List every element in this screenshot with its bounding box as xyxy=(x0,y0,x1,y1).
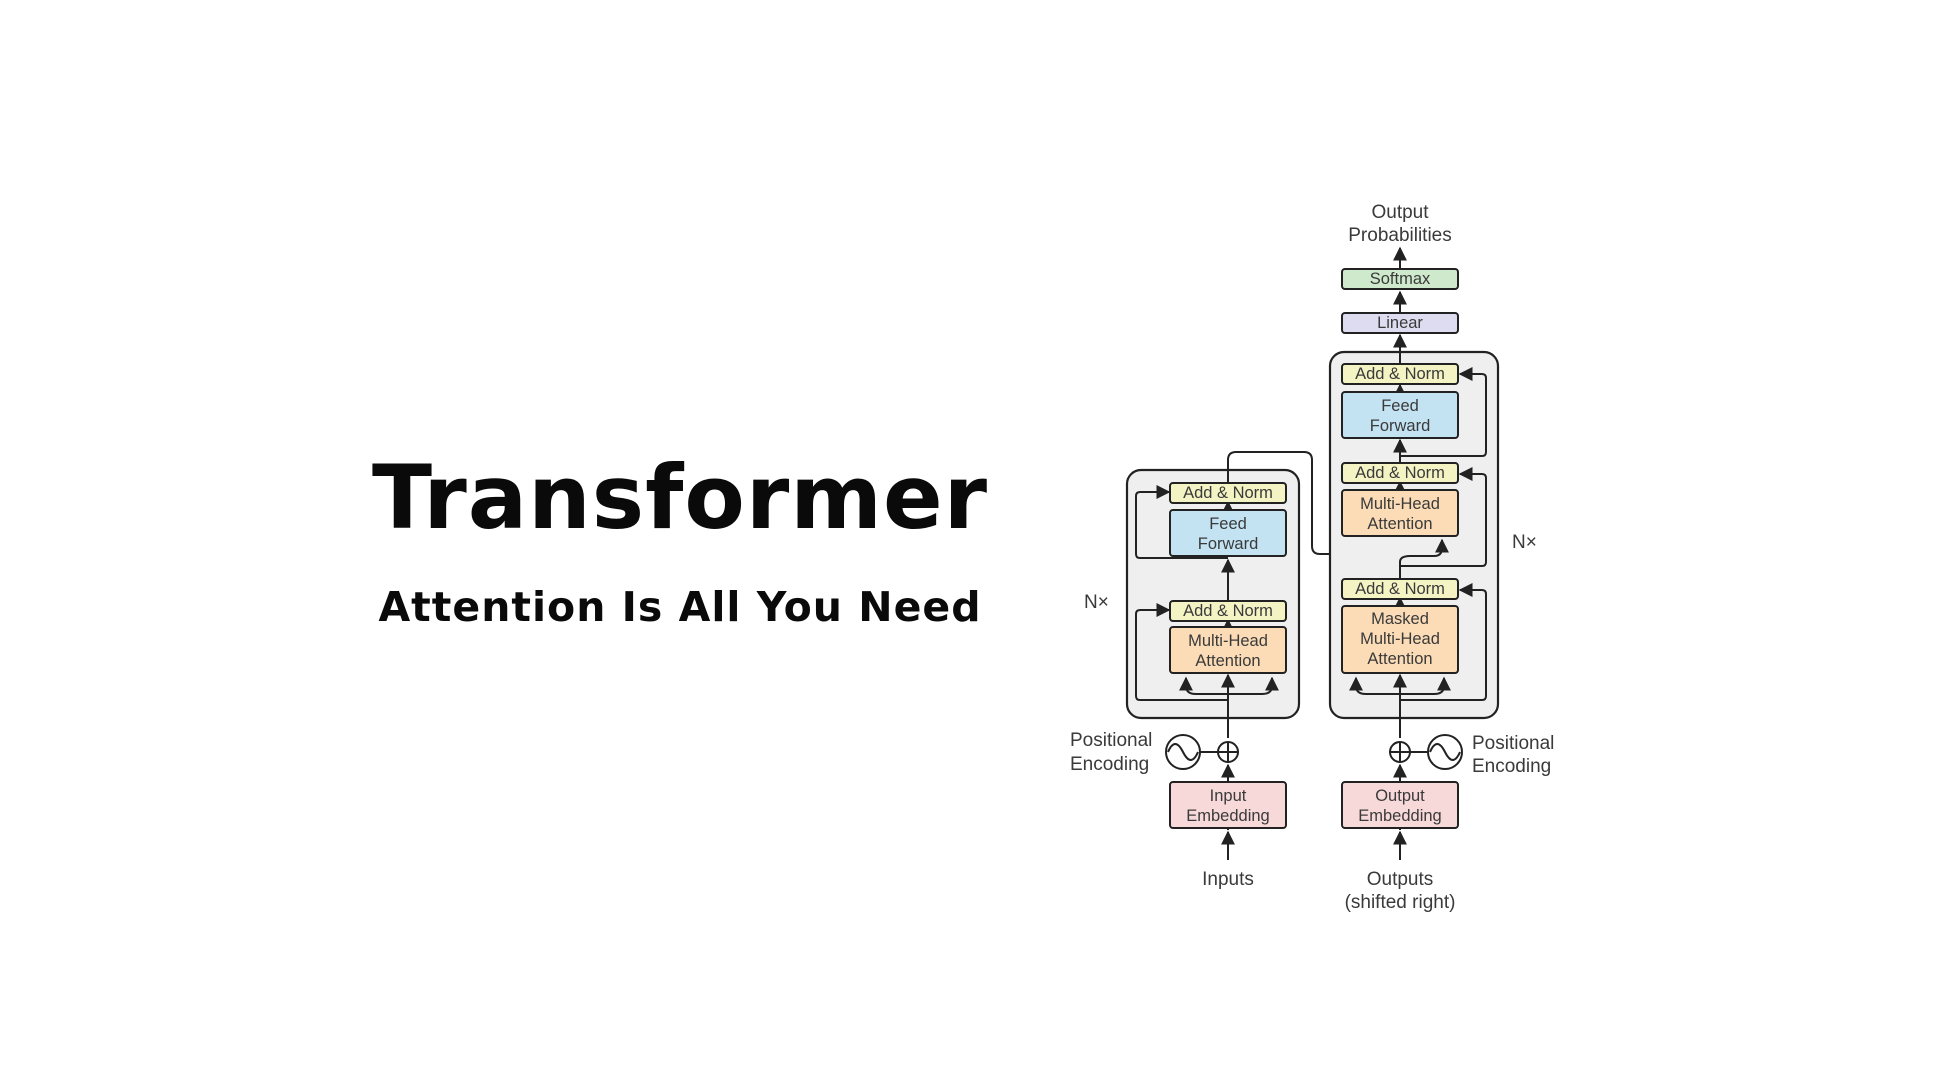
title-block: Transformer Attention Is All You Need xyxy=(340,446,1020,631)
encoder-add-norm-bottom xyxy=(1169,600,1287,622)
decoder-add-norm-mid-label: Add & Norm xyxy=(1355,464,1445,482)
encoder-add-norm-top xyxy=(1169,482,1287,504)
decoder-add-norm-top-label: Add & Norm xyxy=(1355,365,1445,383)
decoder-cross-attention xyxy=(1341,489,1459,537)
encoder: Add & Norm Feed Forward Add & Norm Multi… xyxy=(1070,451,1405,890)
encoder-attention-label-1: Multi-Head xyxy=(1188,632,1268,650)
decoder-embedding-label-2: Embedding xyxy=(1358,807,1441,825)
encoder-inputs-label: Inputs xyxy=(1202,869,1254,890)
decoder-outputs-label-1: Outputs xyxy=(1367,869,1434,890)
decoder-masked-label-3: Attention xyxy=(1367,650,1432,668)
softmax-box xyxy=(1341,268,1459,290)
encoder-pos-enc-label-2: Encoding xyxy=(1070,754,1149,775)
encoder-attn-fan xyxy=(1179,676,1228,695)
encoder-feed-forward xyxy=(1169,509,1287,557)
encoder-add-norm-bottom-label: Add & Norm xyxy=(1183,602,1273,620)
encoder-residual-ffn xyxy=(1135,485,1228,559)
decoder-repeat-label: N× xyxy=(1512,532,1537,553)
decoder-add-norm-bottom-label: Add & Norm xyxy=(1355,580,1445,598)
decoder-add-norm-bottom xyxy=(1341,578,1459,600)
decoder-cross-attention-label-2: Attention xyxy=(1367,515,1432,533)
decoder-feed-forward-label-2: Forward xyxy=(1370,417,1431,435)
encoder-feed-forward-label-2: Forward xyxy=(1198,535,1259,553)
encoder-attention-label-2: Attention xyxy=(1195,652,1260,670)
page-title: Transformer xyxy=(371,446,989,549)
decoder: Add & Norm Feed Forward Add & Norm Multi… xyxy=(1328,246,1554,913)
encoder-embedding-label-2: Embedding xyxy=(1186,807,1269,825)
output-head: Linear Softmax Output Probabilities xyxy=(1341,202,1459,334)
decoder-outputs-label-2: (shifted right) xyxy=(1345,892,1456,913)
linear-box xyxy=(1341,312,1459,334)
encoder-feed-forward-label-1: Feed xyxy=(1209,515,1247,533)
encoder-pos-enc-label-1: Positional xyxy=(1070,730,1152,751)
decoder-masked-attention xyxy=(1341,605,1459,674)
decoder-output-embedding xyxy=(1341,781,1459,829)
encoder-repeat-label: N× xyxy=(1084,592,1109,613)
encoder-residual-attn xyxy=(1135,603,1228,701)
encoder-container xyxy=(1125,468,1301,720)
decoder-residual-ffn xyxy=(1400,367,1487,457)
decoder-pos-enc-label-2: Encoding xyxy=(1472,756,1551,777)
linear-label: Linear xyxy=(1377,314,1423,332)
decoder-feed-forward-label-1: Feed xyxy=(1381,397,1419,415)
decoder-add-norm-mid xyxy=(1341,462,1459,484)
encoder-add-norm-top-label: Add & Norm xyxy=(1183,484,1273,502)
output-prob-label-2: Probabilities xyxy=(1348,225,1452,246)
decoder-feed-forward xyxy=(1341,391,1459,439)
output-prob-label-1: Output xyxy=(1371,202,1429,223)
decoder-cross-attention-label-1: Multi-Head xyxy=(1360,495,1440,513)
decoder-embedding-label-1: Output xyxy=(1375,787,1425,805)
encoder-embedding-label-1: Input xyxy=(1210,787,1247,805)
decoder-residual-cross xyxy=(1400,467,1487,567)
decoder-add-norm-top xyxy=(1341,363,1459,385)
decoder-residual-masked xyxy=(1400,583,1487,701)
decoder-pos-enc-label-1: Positional xyxy=(1472,733,1554,754)
decoder-masked-label-2: Multi-Head xyxy=(1360,630,1440,648)
page-subtitle: Attention Is All You Need xyxy=(378,582,982,631)
softmax-label: Softmax xyxy=(1370,270,1431,288)
encoder-input-embedding xyxy=(1169,781,1287,829)
decoder-masked-label-1: Masked xyxy=(1371,610,1429,628)
encoder-multi-head-attention xyxy=(1169,626,1287,674)
